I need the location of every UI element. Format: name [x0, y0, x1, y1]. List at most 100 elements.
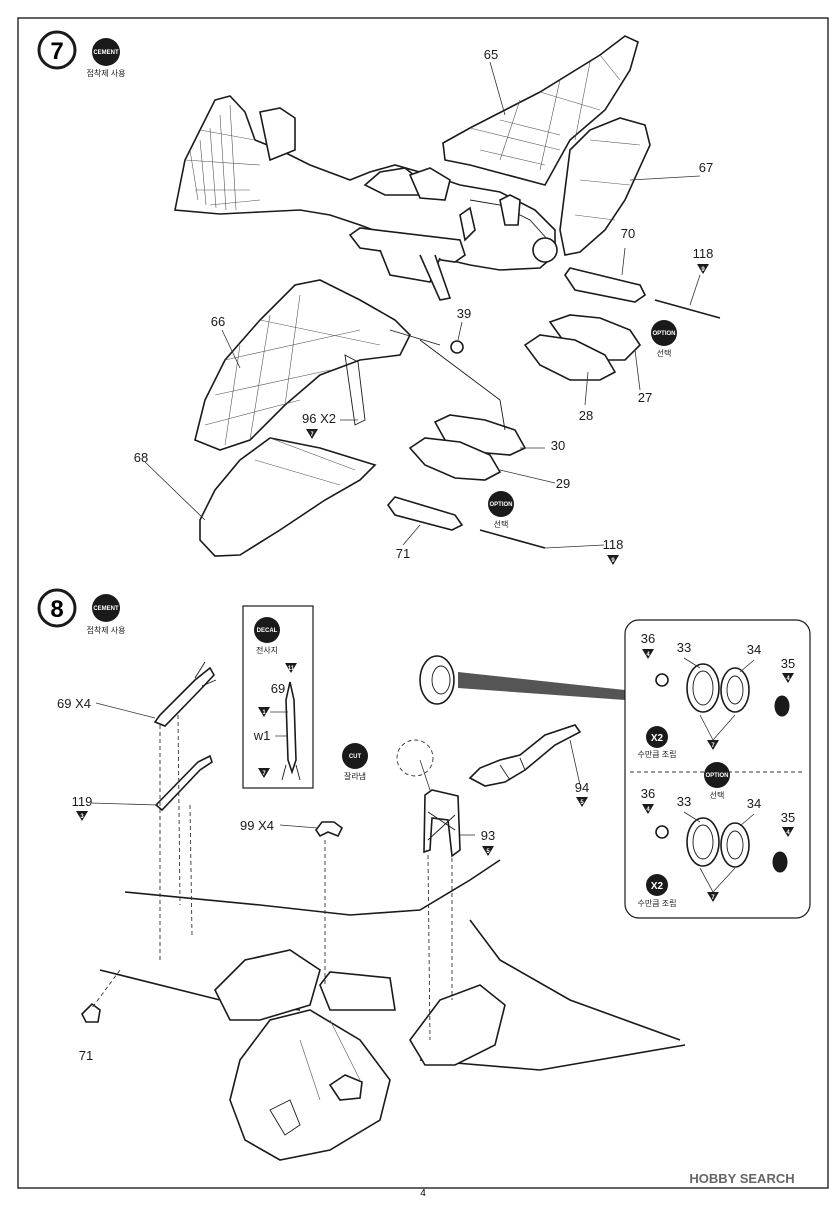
gear-leg-93-drawing [423, 789, 461, 858]
ref-96: 7 [310, 432, 314, 438]
cut-caption: 잘라냄 [344, 771, 366, 781]
gear-strut-94-drawing [468, 724, 582, 787]
cement-icon [92, 594, 120, 622]
decal-code-label: w1 [253, 728, 271, 743]
wing-66-drawing [194, 279, 411, 451]
ref-triangle [697, 264, 709, 274]
rail-119-drawing [154, 754, 213, 812]
label-27: 27 [638, 390, 652, 405]
inset-label-34b: 34 [747, 796, 761, 811]
label-99-x4: 99 X4 [240, 818, 274, 833]
step-7-circle [37, 30, 77, 70]
wing-67-drawing [559, 117, 651, 256]
ref-triangle [607, 555, 619, 565]
inset-ref-35b: 4 [786, 830, 790, 836]
part-71-drawing [386, 496, 464, 531]
x2-text: X2 [651, 733, 664, 744]
option-badge-text: OPTION [489, 502, 512, 508]
step-7-number: 7 [50, 38, 63, 65]
label-68: 68 [134, 450, 148, 465]
inset-ref-36b: 4 [646, 807, 650, 813]
inset-label-33b: 33 [677, 794, 691, 809]
label-28: 28 [579, 408, 593, 423]
label-67: 67 [699, 160, 713, 175]
ref-93: 5 [486, 849, 490, 855]
inset-ref-35: 4 [786, 676, 790, 682]
decal-box: DECAL 전사지 11 69 1 w1 7 [242, 605, 314, 789]
step-8-number: 8 [50, 596, 63, 623]
x2-text: X2 [651, 881, 664, 892]
x2-caption: 수만큼 조립 [637, 899, 676, 908]
airframe-underside-drawing [99, 859, 686, 1161]
x2-icon [646, 726, 668, 748]
option-icon [704, 762, 730, 788]
decal-ref-top: 11 [288, 666, 295, 672]
inset-ref-bottom: 7 [711, 743, 715, 749]
wing-65-drawing [442, 35, 639, 186]
decal-caption: 전사지 [256, 645, 278, 655]
inset-ref-bottom-b: 7 [711, 895, 715, 901]
decal-ref-mid: 1 [262, 710, 266, 716]
option-badge-text: OPTION [705, 773, 728, 779]
part-39-drawing [450, 340, 464, 354]
label-118-top: 118 [693, 246, 714, 261]
option-icon [651, 320, 677, 346]
cut-area-circle [396, 739, 434, 777]
inset-label-35b: 35 [781, 810, 795, 825]
inset-label-36b: 36 [641, 786, 655, 801]
rocket-69-drawing [285, 681, 297, 775]
inset-label-33: 33 [677, 640, 691, 655]
label-119: 119 [72, 794, 93, 809]
cement-caption: 접착제 사용 [86, 625, 125, 635]
decal-badge-text: DECAL [257, 628, 278, 634]
label-71: 71 [396, 546, 410, 561]
cement-caption: 접착제 사용 [86, 68, 125, 78]
decal-ref-bottom: 7 [262, 771, 266, 777]
wheel-drawing [419, 655, 625, 705]
cement-icon [92, 38, 120, 66]
option-caption: 선택 [494, 519, 509, 529]
option-badge-text: OPTION [652, 331, 675, 337]
part-118-top-drawing [654, 299, 721, 319]
ref-119: 3 [80, 814, 84, 820]
ref-triangle [306, 429, 318, 439]
label-94: 94 [575, 780, 589, 795]
cement-badge-text: CEMENT [93, 50, 119, 56]
inset-ref-36: 4 [646, 652, 650, 658]
label-29: 29 [556, 476, 570, 491]
cut-badge-text: CUT [349, 754, 362, 760]
cut-icon [342, 743, 368, 769]
label-69-x4: 69 X4 [57, 696, 91, 711]
watermark: HOBBY SEARCH [689, 1171, 794, 1186]
inset-label-36: 36 [641, 631, 655, 646]
wheel-inset: 36 4 33 34 35 4 7 X2 수만큼 조립 OPTION 선택 [624, 619, 811, 919]
inset-label-34: 34 [747, 642, 761, 657]
option-caption: 선택 [657, 348, 672, 358]
label-30: 30 [551, 438, 565, 453]
decal-part-label: 69 [271, 681, 285, 696]
step-8: 8 CEMENT 접착제 사용 DECAL 전사지 11 69 1 w1 7 C… [37, 588, 811, 1161]
x2-icon [646, 874, 668, 896]
option-icon [488, 491, 514, 517]
part-99-drawing [315, 821, 344, 838]
label-118-bottom: 118 [603, 537, 624, 552]
label-65: 65 [484, 47, 498, 62]
decal-icon [254, 617, 280, 643]
part-71-small-drawing [81, 1002, 101, 1023]
label-70: 70 [621, 226, 635, 241]
option-caption: 선택 [710, 790, 725, 800]
page-frame [17, 17, 829, 1189]
label-96: 96 X2 [302, 411, 336, 426]
x2-caption: 수만큼 조립 [637, 750, 676, 759]
ref-118-top: 9 [701, 267, 705, 273]
nacelle-27-28-drawing [523, 314, 642, 381]
page-number: 4 [420, 1188, 426, 1199]
fuselage-drawing [174, 95, 558, 301]
rocket-69-assembly-drawing [153, 661, 217, 727]
label-93: 93 [481, 828, 495, 843]
nacelle-29-30-drawing [408, 414, 527, 481]
cement-badge-text: CEMENT [93, 606, 119, 612]
part-118-bottom-drawing [479, 529, 546, 549]
